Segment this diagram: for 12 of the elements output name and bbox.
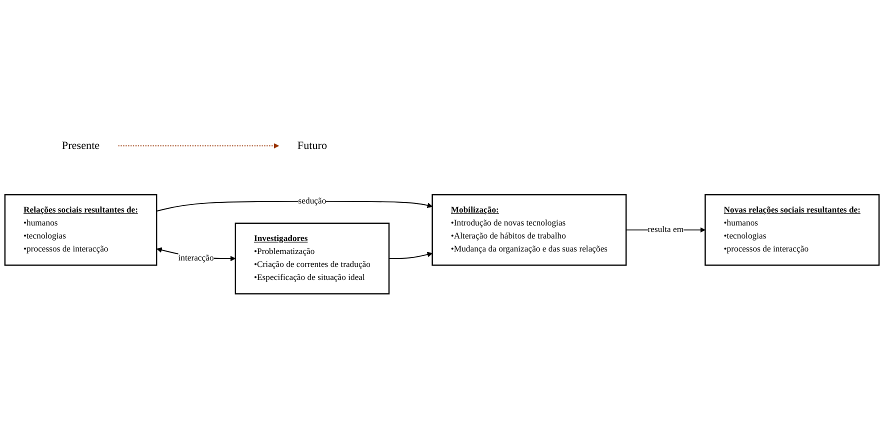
node-box: Relações sociais resultantes de: •humanos •tecnologias •processos de interacção: [4, 194, 158, 266]
edge-label: interacção: [178, 254, 214, 264]
node-box: Mobilização: •Introdução de novas tecnologias •Alteração de hábitos de trabalho •Mudança da organização e das suas relações: [432, 194, 627, 266]
edge-label: sedução: [298, 196, 326, 206]
arrow: [156, 200, 433, 212]
arrow: [118, 143, 280, 149]
node-box: Investigadores •Problematização •Criação de correntes de tradução •Especificação de situação ideal: [234, 222, 390, 294]
edge-label: resulta em: [648, 225, 684, 235]
arrow: [388, 252, 433, 259]
node-text: Futuro: [297, 139, 328, 152]
node-box: Novas relações sociais resultantes de: •humanos •tecnologias •processos de interacção: [704, 194, 880, 266]
node-text: Presente: [62, 139, 100, 152]
